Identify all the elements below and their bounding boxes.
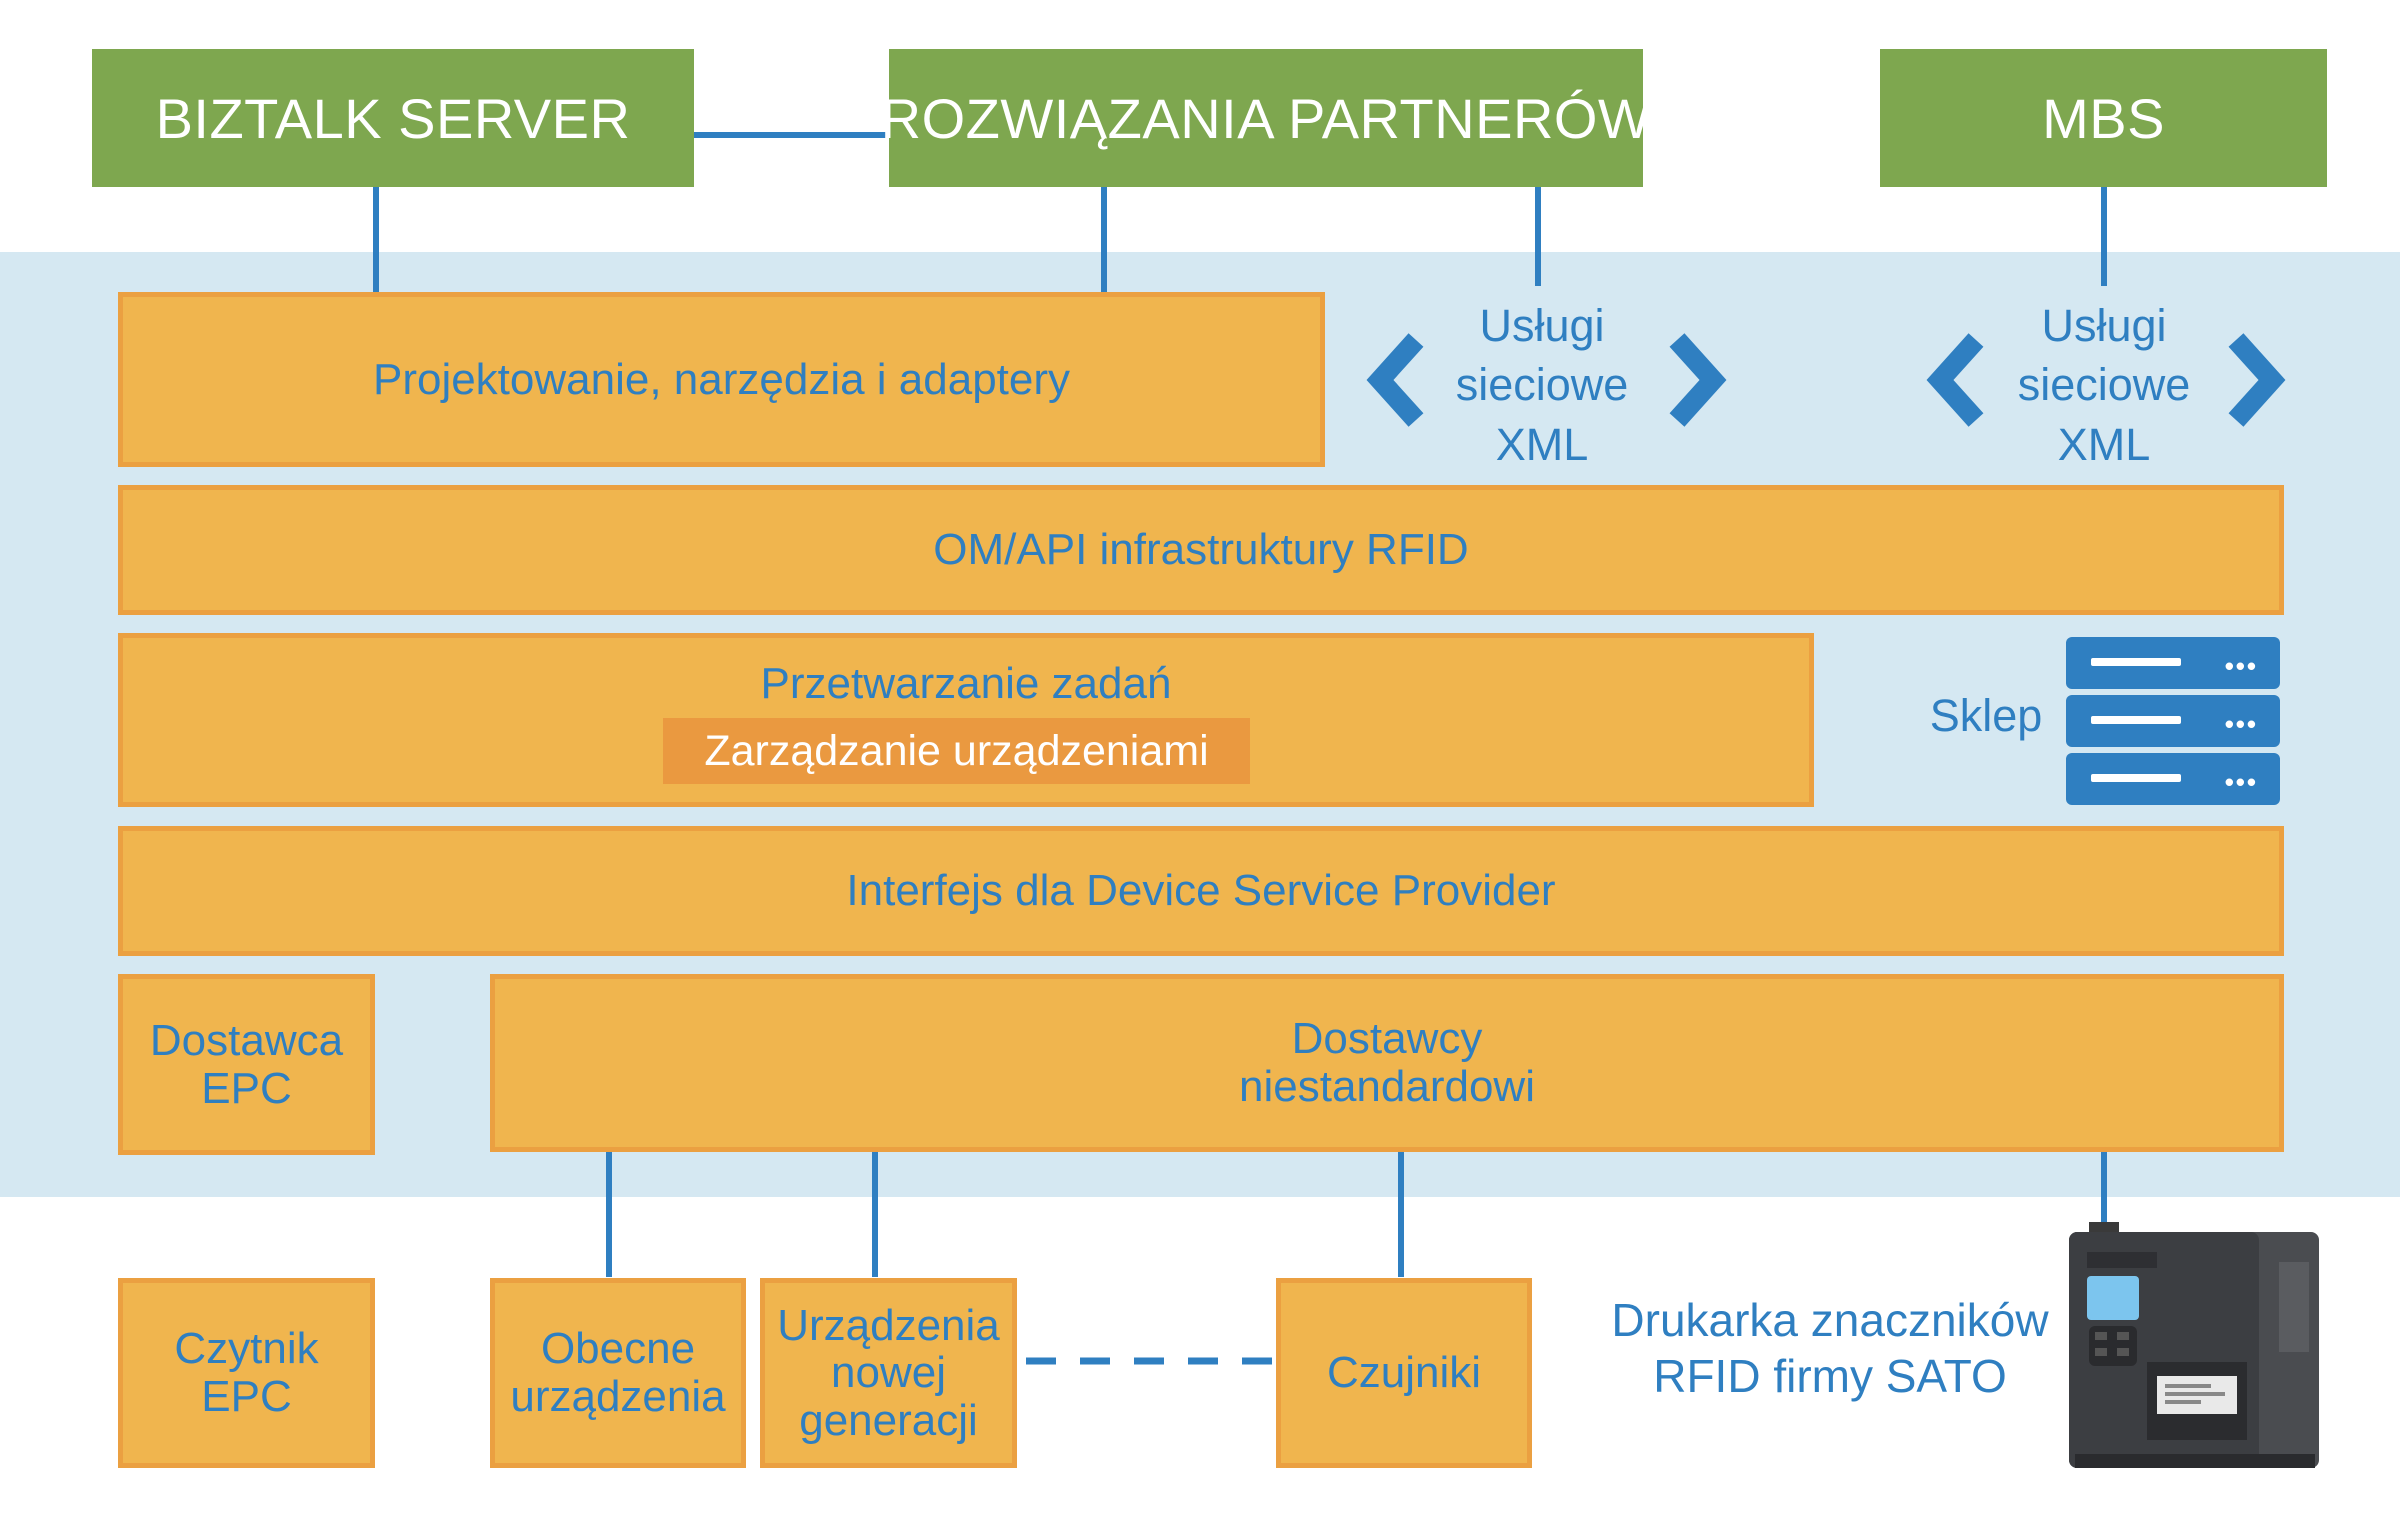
xml-ws-2-line-1: Usługi: [2041, 300, 2167, 351]
chevron-right-icon: [2228, 333, 2286, 427]
custom-providers-line-1: Dostawcy: [1291, 1014, 1483, 1064]
processing-label: Przetwarzanie zadań: [760, 659, 1172, 708]
connector-mbs-xml: [2101, 186, 2107, 286]
next-gen-line-3: generacji: [799, 1395, 978, 1445]
om-api-label: OM/API infrastruktury RFID: [933, 525, 1469, 575]
xml-ws-1-line-2: sieciowe: [1455, 359, 1629, 411]
chevron-right-icon: [1669, 333, 1727, 427]
connector-sensors: [1398, 1149, 1404, 1277]
custom-providers-box: Dostawcy niestandardowi: [490, 974, 2284, 1152]
chevron-left-icon: [1926, 333, 1984, 427]
mbs-label: MBS: [2042, 86, 2165, 150]
xml-web-services-2: Usługi sieciowe XML: [1982, 296, 2226, 474]
xml-web-services-1: Usługi sieciowe XML: [1420, 296, 1664, 474]
xml-ws-2-line-3: XML: [2057, 418, 2151, 470]
device-management-label: Zarządzanie urządzeniami: [704, 726, 1209, 775]
sato-printer-label: Drukarka znaczników RFID firmy SATO: [1580, 1292, 2080, 1404]
design-tools-layer: Projektowanie, narzędzia i adaptery: [118, 292, 1325, 467]
sato-printer-line-1: Drukarka znaczników: [1611, 1294, 2049, 1346]
epc-reader-box: Czytnik EPC: [118, 1278, 375, 1468]
connector-biztalk-down: [373, 186, 379, 292]
connector-next-gen: [872, 1149, 878, 1277]
printer-icon: [2069, 1222, 2319, 1468]
sensors-label: Czujniki: [1326, 1348, 1482, 1398]
epc-reader-line-2: EPC: [201, 1372, 292, 1421]
sensors-box: Czujniki: [1276, 1278, 1532, 1468]
xml-ws-2-line-2: sieciowe: [2017, 359, 2191, 411]
om-api-layer: OM/API infrastruktury RFID: [118, 485, 2284, 615]
xml-ws-1-line-3: XML: [1495, 418, 1589, 470]
current-devices-line-1: Obecne: [540, 1324, 696, 1374]
epc-provider-box: Dostawca EPC: [118, 974, 375, 1155]
custom-providers-line-2: niestandardowi: [1239, 1062, 1535, 1111]
store-label: Sklep: [1929, 690, 2043, 741]
epc-provider-line-2: EPC: [201, 1063, 292, 1113]
current-devices-box: Obecne urządzenia: [490, 1278, 746, 1468]
server-stack-icon: ••• ••• •••: [2066, 637, 2280, 805]
epc-reader-line-1: Czytnik: [174, 1324, 319, 1374]
epc-provider-line-1: Dostawca: [149, 1015, 344, 1065]
biztalk-server-box: BIZTALK SERVER: [92, 49, 694, 187]
dashed-connector: [1026, 1357, 1276, 1365]
dsp-interface-label: Interfejs dla Device Service Provider: [846, 866, 1556, 916]
connector-partners-xml: [1535, 186, 1541, 286]
connector-biztalk-partners: [694, 132, 890, 138]
biztalk-server-label: BIZTALK SERVER: [155, 86, 631, 150]
device-management-box: Zarządzanie urządzeniami: [663, 718, 1250, 784]
next-gen-line-1: Urządzenia: [777, 1300, 1000, 1350]
dsp-interface-layer: Interfejs dla Device Service Provider: [118, 826, 2284, 956]
connector-current-devices: [606, 1149, 612, 1277]
partner-solutions-box: ROZWIĄZANIA PARTNERÓW: [881, 49, 1651, 187]
xml-ws-1-line-1: Usługi: [1479, 300, 1605, 351]
next-gen-devices-box: Urządzenia nowej generacji: [760, 1278, 1017, 1468]
sato-printer-line-2: RFID firmy SATO: [1653, 1350, 2007, 1403]
connector-partners-down: [1101, 186, 1107, 292]
connector-printer: [2101, 1152, 2107, 1222]
partner-solutions-label: ROZWIĄZANIA PARTNERÓW: [880, 86, 1652, 150]
mbs-box: MBS: [1880, 49, 2327, 187]
current-devices-line-2: urządzenia: [510, 1372, 726, 1421]
chevron-left-icon: [1366, 333, 1424, 427]
design-tools-label: Projektowanie, narzędzia i adaptery: [372, 354, 1071, 404]
next-gen-line-2: nowej: [831, 1348, 946, 1398]
